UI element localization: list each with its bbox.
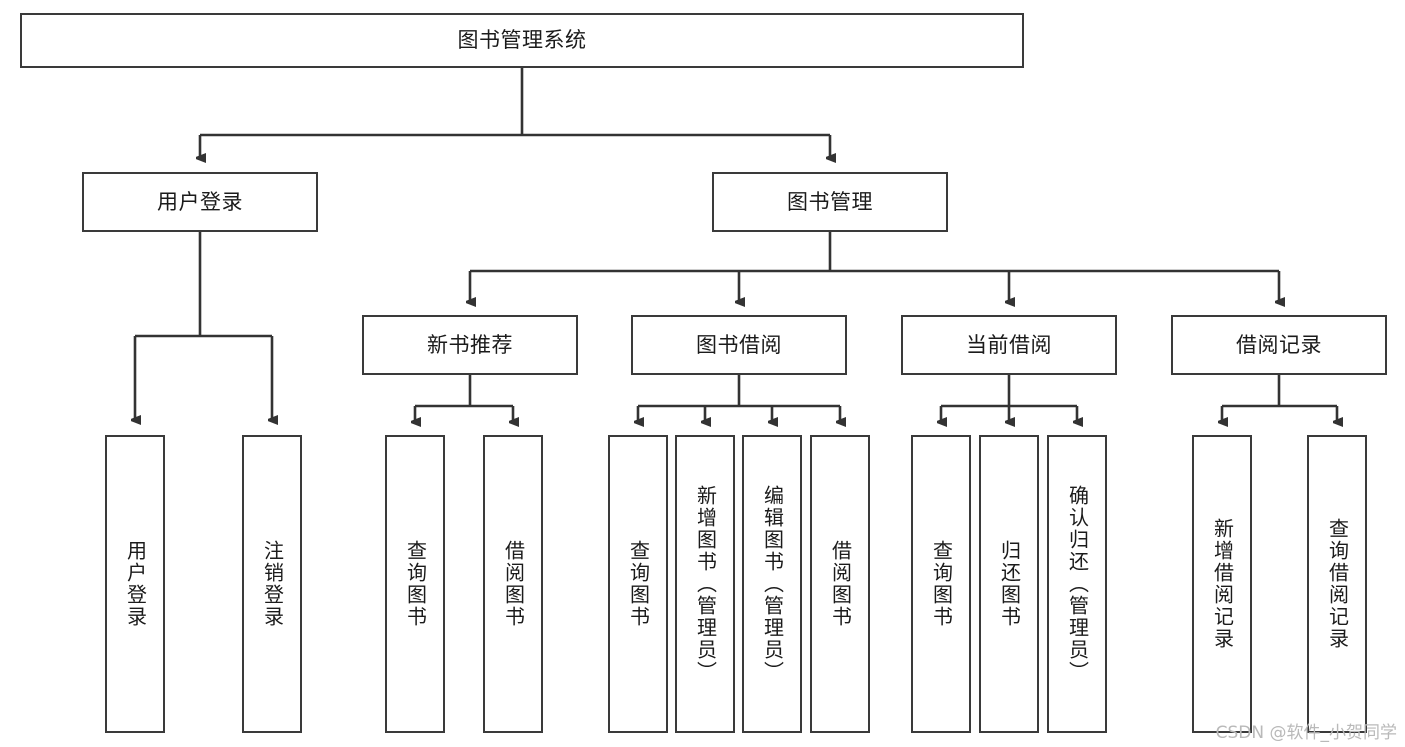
node-leaf-query-book-3[interactable]: 查询图书 (911, 435, 971, 733)
node-leaf-query-book-1-label: 查询图书 (403, 540, 428, 628)
node-new-book-recommend[interactable]: 新书推荐 (362, 315, 578, 375)
node-book-manage-label: 图书管理 (787, 189, 873, 214)
node-new-book-recommend-label: 新书推荐 (427, 332, 513, 357)
node-leaf-add-record[interactable]: 新增借阅记录 (1192, 435, 1252, 733)
node-user-login-label: 用户登录 (157, 189, 243, 214)
node-book-borrow-label: 图书借阅 (696, 332, 782, 357)
node-borrow-record[interactable]: 借阅记录 (1171, 315, 1387, 375)
node-leaf-edit-book[interactable]: 编辑图书（管理员） (742, 435, 802, 733)
node-leaf-query-book-2-label: 查询图书 (626, 540, 651, 628)
node-leaf-logout-label: 注销登录 (260, 540, 285, 628)
node-leaf-query-book-1[interactable]: 查询图书 (385, 435, 445, 733)
node-leaf-query-book-3-label: 查询图书 (929, 540, 954, 628)
node-leaf-borrow-book-2[interactable]: 借阅图书 (810, 435, 870, 733)
node-borrow-record-label: 借阅记录 (1236, 332, 1322, 357)
node-leaf-confirm-return-label: 确认归还（管理员） (1065, 485, 1090, 683)
node-book-manage[interactable]: 图书管理 (712, 172, 948, 232)
node-root[interactable]: 图书管理系统 (20, 13, 1024, 68)
node-leaf-add-book[interactable]: 新增图书（管理员） (675, 435, 735, 733)
node-leaf-user-login-label: 用户登录 (123, 540, 148, 628)
node-user-login[interactable]: 用户登录 (82, 172, 318, 232)
node-leaf-return-book[interactable]: 归还图书 (979, 435, 1039, 733)
node-book-borrow[interactable]: 图书借阅 (631, 315, 847, 375)
node-leaf-borrow-book-1-label: 借阅图书 (501, 540, 526, 628)
node-leaf-logout[interactable]: 注销登录 (242, 435, 302, 733)
node-leaf-borrow-book-1[interactable]: 借阅图书 (483, 435, 543, 733)
node-leaf-return-book-label: 归还图书 (997, 540, 1022, 628)
node-leaf-query-record-label: 查询借阅记录 (1325, 518, 1350, 650)
node-leaf-user-login[interactable]: 用户登录 (105, 435, 165, 733)
node-leaf-edit-book-label: 编辑图书（管理员） (760, 485, 785, 683)
node-current-borrow[interactable]: 当前借阅 (901, 315, 1117, 375)
node-leaf-add-record-label: 新增借阅记录 (1210, 518, 1235, 650)
node-current-borrow-label: 当前借阅 (966, 332, 1052, 357)
watermark-text: CSDN @软件_小贺同学 (1215, 723, 1397, 743)
node-root-label: 图书管理系统 (457, 28, 587, 53)
node-leaf-query-record[interactable]: 查询借阅记录 (1307, 435, 1367, 733)
node-leaf-query-book-2[interactable]: 查询图书 (608, 435, 668, 733)
node-leaf-confirm-return[interactable]: 确认归还（管理员） (1047, 435, 1107, 733)
node-leaf-add-book-label: 新增图书（管理员） (693, 485, 718, 683)
node-leaf-borrow-book-2-label: 借阅图书 (828, 540, 853, 628)
